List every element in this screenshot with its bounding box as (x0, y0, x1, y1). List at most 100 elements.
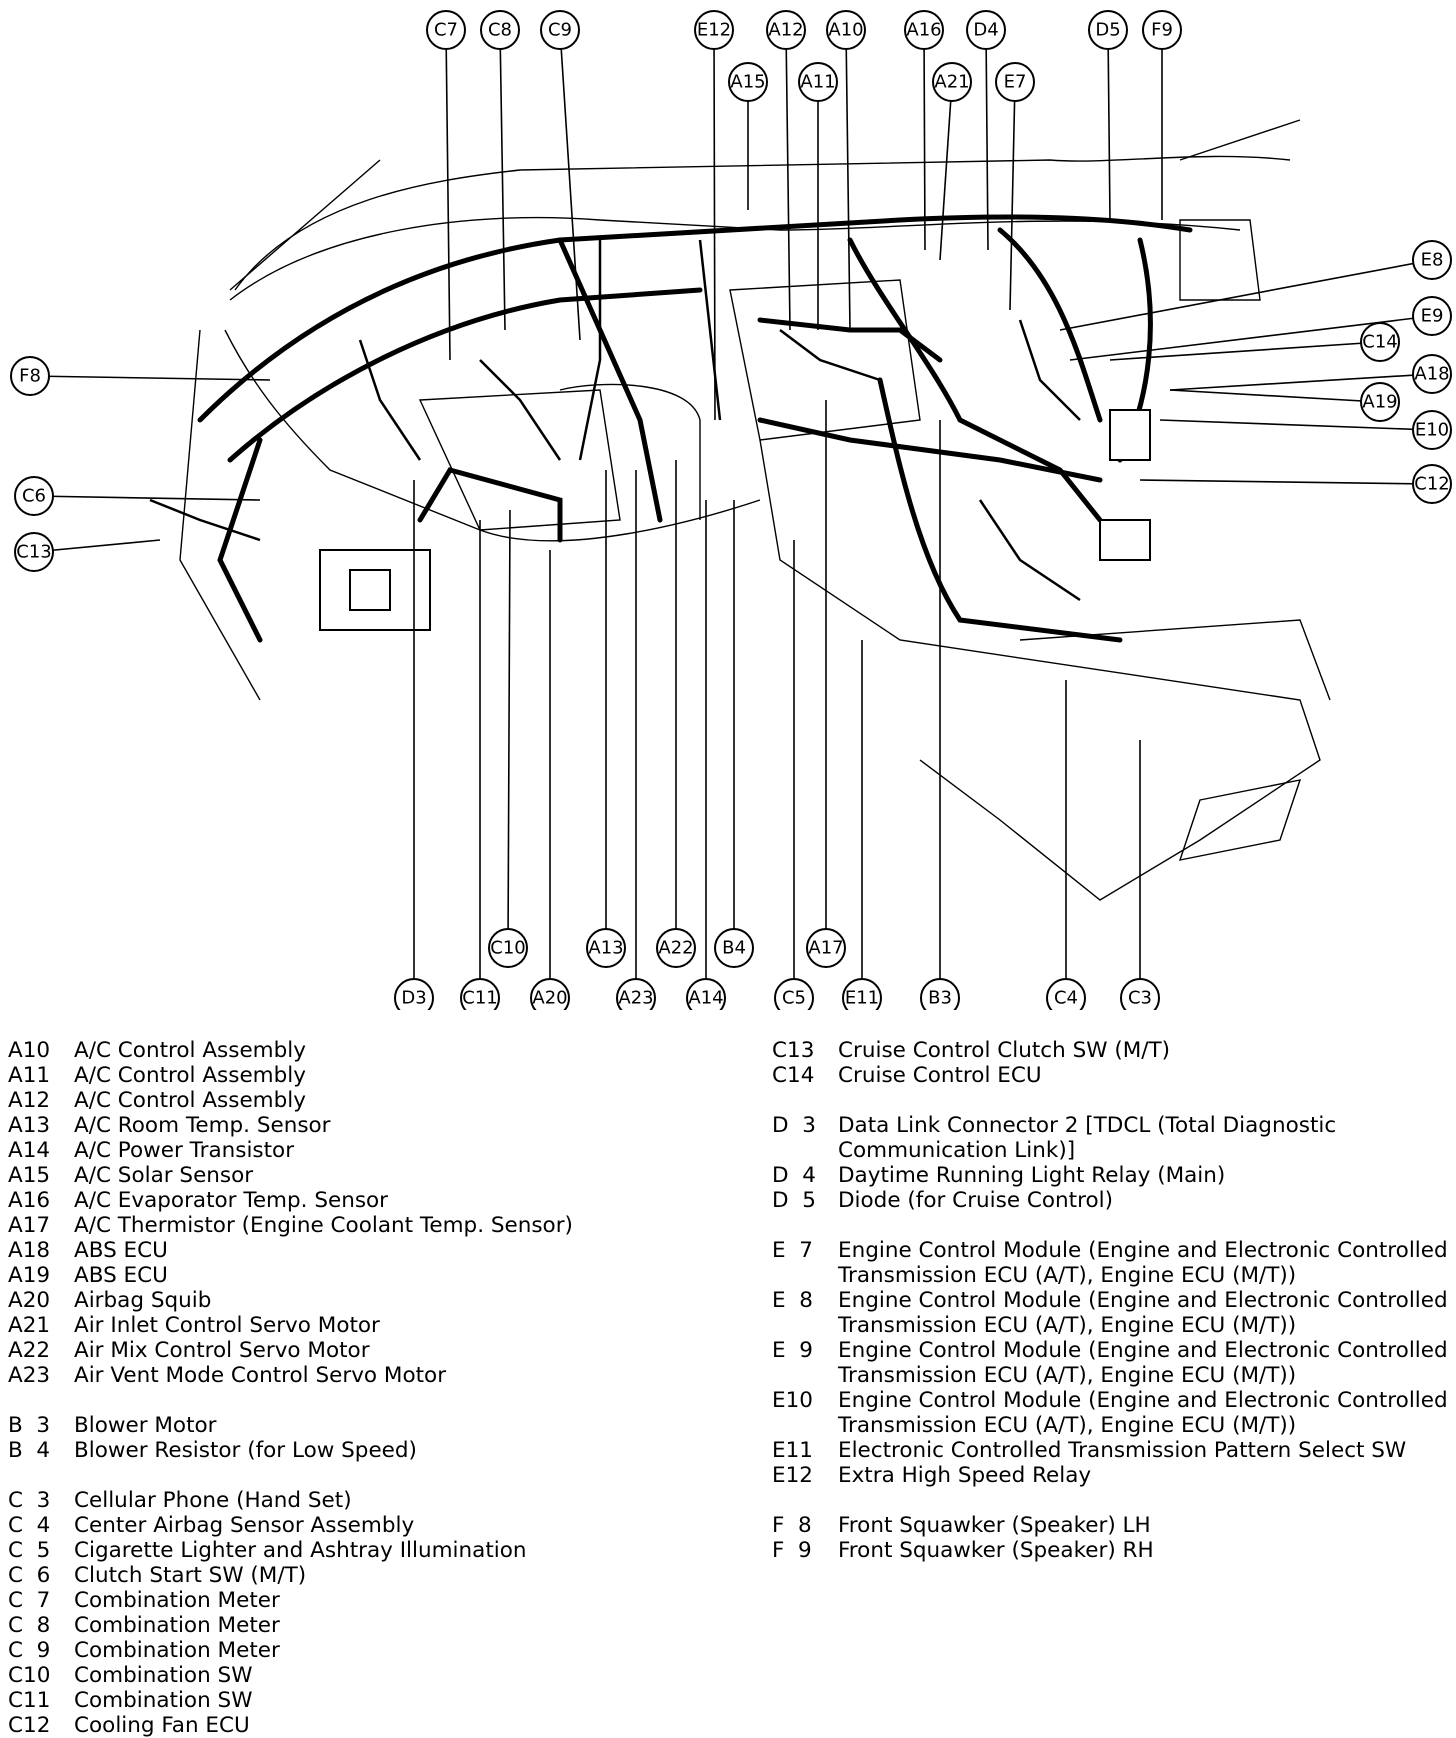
callout-b3: B3 (920, 978, 960, 1010)
callout-label: C3 (1128, 988, 1152, 1009)
callout-a22: A22 (656, 928, 696, 968)
callout-label: C5 (782, 988, 806, 1009)
callout-label: A15 (730, 72, 765, 93)
callout-circle (842, 978, 882, 1010)
callout-circle (1046, 978, 1086, 1010)
callout-circle (1412, 464, 1452, 504)
legend-description: Daytime Running Light Relay (Main) (838, 1163, 1226, 1188)
callout-label: A23 (618, 988, 653, 1009)
legend-code: C12 (8, 1713, 51, 1738)
callout-label: C8 (488, 20, 512, 41)
legend-code: A23 (8, 1363, 51, 1388)
legend-description: Combination Meter (74, 1638, 280, 1663)
leader-line-c6 (33, 495, 261, 501)
leader-line-a19 (1169, 389, 1381, 403)
callout-a21: A21 (932, 62, 972, 102)
legend-description: Front Squawker (Speaker) RH (838, 1538, 1154, 1563)
callout-a17: A17 (806, 928, 846, 968)
callout-d4: D4 (966, 10, 1006, 50)
callout-circle (1412, 354, 1452, 394)
leader-line-a18 (1169, 373, 1433, 391)
legend-description: Extra High Speed Relay (838, 1463, 1092, 1488)
leader-line-c12 (1139, 479, 1433, 485)
callout-c9: C9 (540, 10, 580, 50)
callout-circle (616, 978, 656, 1010)
legend-code: D 5 (772, 1188, 816, 1213)
wire-harness-thin (149, 239, 1081, 602)
callout-b4: B4 (714, 928, 754, 968)
legend-description: Engine Control Module (Engine and Electr… (838, 1388, 1448, 1438)
callout-label: A10 (828, 20, 863, 41)
leader-line-c13 (33, 539, 161, 553)
legend-description: A/C Evaporator Temp. Sensor (74, 1188, 389, 1213)
callout-circle (1120, 978, 1160, 1010)
legend-description: ABS ECU (74, 1238, 168, 1263)
legend-description: A/C Control Assembly (74, 1063, 306, 1088)
callout-f9: F9 (1142, 10, 1182, 50)
callout-label: E11 (845, 988, 879, 1009)
legend-code: C 8 (8, 1613, 51, 1638)
legend-code: C 7 (8, 1588, 51, 1613)
callout-label: E7 (1004, 72, 1027, 93)
legend-code: A16 (8, 1188, 51, 1213)
callout-c3: C3 (1120, 978, 1160, 1010)
leader-line-d4 (985, 29, 989, 251)
legend-code: C14 (772, 1063, 815, 1088)
legend-code: B 3 (8, 1413, 51, 1438)
callout-label: D4 (973, 20, 998, 41)
legend-code: E11 (772, 1438, 813, 1463)
callout-circle (1360, 322, 1400, 362)
legend-description: A/C Thermistor (Engine Coolant Temp. Sen… (74, 1213, 573, 1238)
callout-circle (14, 476, 54, 516)
legend-description: Combination SW (74, 1663, 253, 1688)
legend-code: D 4 (772, 1163, 816, 1188)
callout-c13: C13 (14, 532, 54, 572)
callout-label: D3 (401, 988, 426, 1009)
callout-label: D5 (1095, 20, 1120, 41)
legend-code: A15 (8, 1163, 51, 1188)
legend-description: Engine Control Module (Engine and Electr… (838, 1238, 1448, 1288)
callout-label: F9 (1151, 20, 1173, 41)
callout-e7: E7 (995, 62, 1035, 102)
callout-circle (694, 10, 734, 50)
legend-code: E 7 (772, 1238, 813, 1263)
legend-description: Air Vent Mode Control Servo Motor (74, 1363, 447, 1388)
callout-label: F8 (19, 366, 41, 387)
leader-line-e10 (1159, 419, 1433, 431)
legend-code: C11 (8, 1688, 51, 1713)
legend-description: Blower Resistor (for Low Speed) (74, 1438, 417, 1463)
callout-circle (995, 62, 1035, 102)
legend-description: Front Squawker (Speaker) LH (838, 1513, 1151, 1538)
legend-description: Center Airbag Sensor Assembly (74, 1513, 415, 1538)
callout-a16: A16 (904, 10, 944, 50)
legend-code: C 9 (8, 1638, 51, 1663)
callout-circle (426, 10, 466, 50)
legend-code: C10 (8, 1663, 51, 1688)
callout-circle (806, 928, 846, 968)
callout-label: C4 (1054, 988, 1078, 1009)
callout-c4: C4 (1046, 978, 1086, 1010)
leader-line-e8 (1059, 259, 1433, 331)
leader-line-e12 (713, 29, 716, 421)
legend-entry: C10 Combination SW (8, 1663, 728, 1688)
legend-description: A/C Control Assembly (74, 1088, 306, 1113)
leader-line-d5 (1107, 29, 1111, 221)
callout-circle (586, 928, 626, 968)
